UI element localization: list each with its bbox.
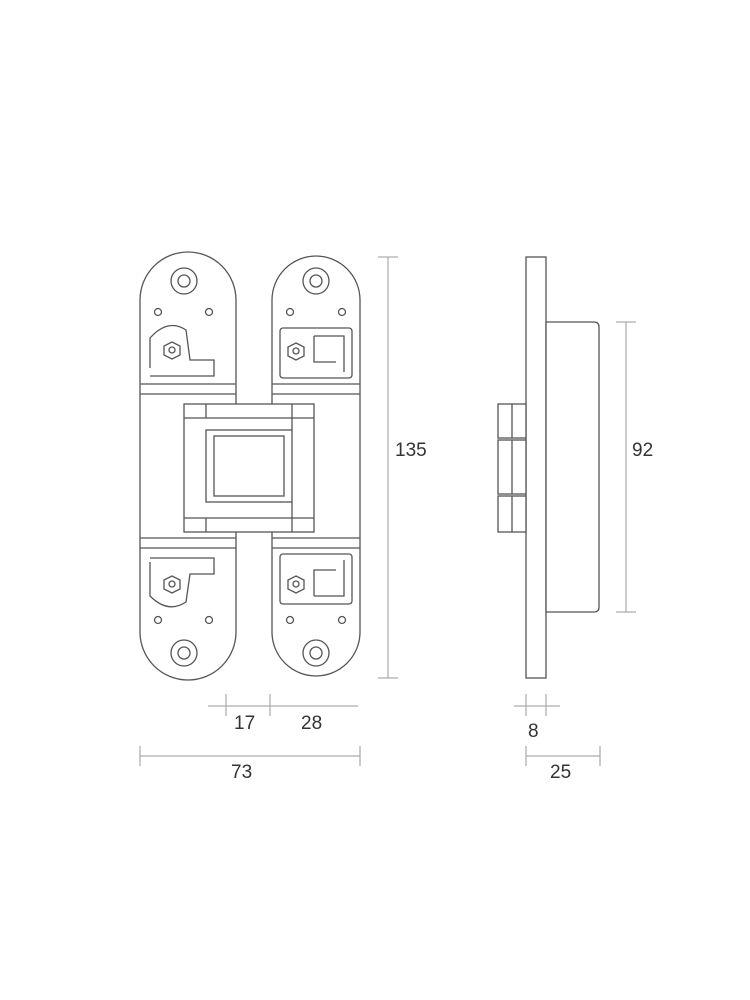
right-plate	[271, 255, 361, 677]
dimension-side-height: 92	[616, 321, 653, 613]
dimension-label-73: 73	[231, 762, 252, 783]
hex-nut-icon	[287, 342, 305, 361]
screw-hole-icon	[170, 267, 198, 295]
dimension-height: 135	[378, 256, 427, 679]
dimension-label-8: 8	[528, 721, 539, 742]
hex-nut-icon	[287, 575, 305, 594]
side-face-plate	[525, 256, 547, 679]
adjust-bracket	[279, 327, 353, 379]
hinge-mechanism	[183, 403, 315, 533]
side-knuckles	[497, 403, 527, 533]
dimension-depth-small: 8	[514, 694, 560, 742]
dimension-label-92: 92	[632, 440, 653, 461]
screw-hole-icon	[170, 639, 198, 667]
dimension-width-total: 73	[139, 746, 361, 783]
adjust-bracket	[279, 553, 353, 605]
dimension-label-17: 17	[234, 713, 255, 734]
dimension-label-25: 25	[550, 762, 571, 783]
hinge-front-view: 135 17 28 73	[139, 251, 427, 783]
hex-nut-icon	[163, 341, 181, 360]
hex-nut-icon	[163, 575, 181, 594]
dimension-widths-partial: 17 28	[208, 694, 358, 734]
dimension-depth-total: 25	[525, 746, 601, 783]
screw-hole-icon	[302, 639, 330, 667]
adjust-bracket	[149, 324, 215, 377]
side-body	[545, 321, 600, 613]
hinge-side-view: 92 8 25	[497, 256, 653, 783]
dimension-label-28: 28	[301, 713, 322, 734]
dimension-label-height: 135	[395, 440, 427, 461]
screw-hole-icon	[302, 267, 330, 295]
adjust-bracket	[149, 557, 215, 608]
